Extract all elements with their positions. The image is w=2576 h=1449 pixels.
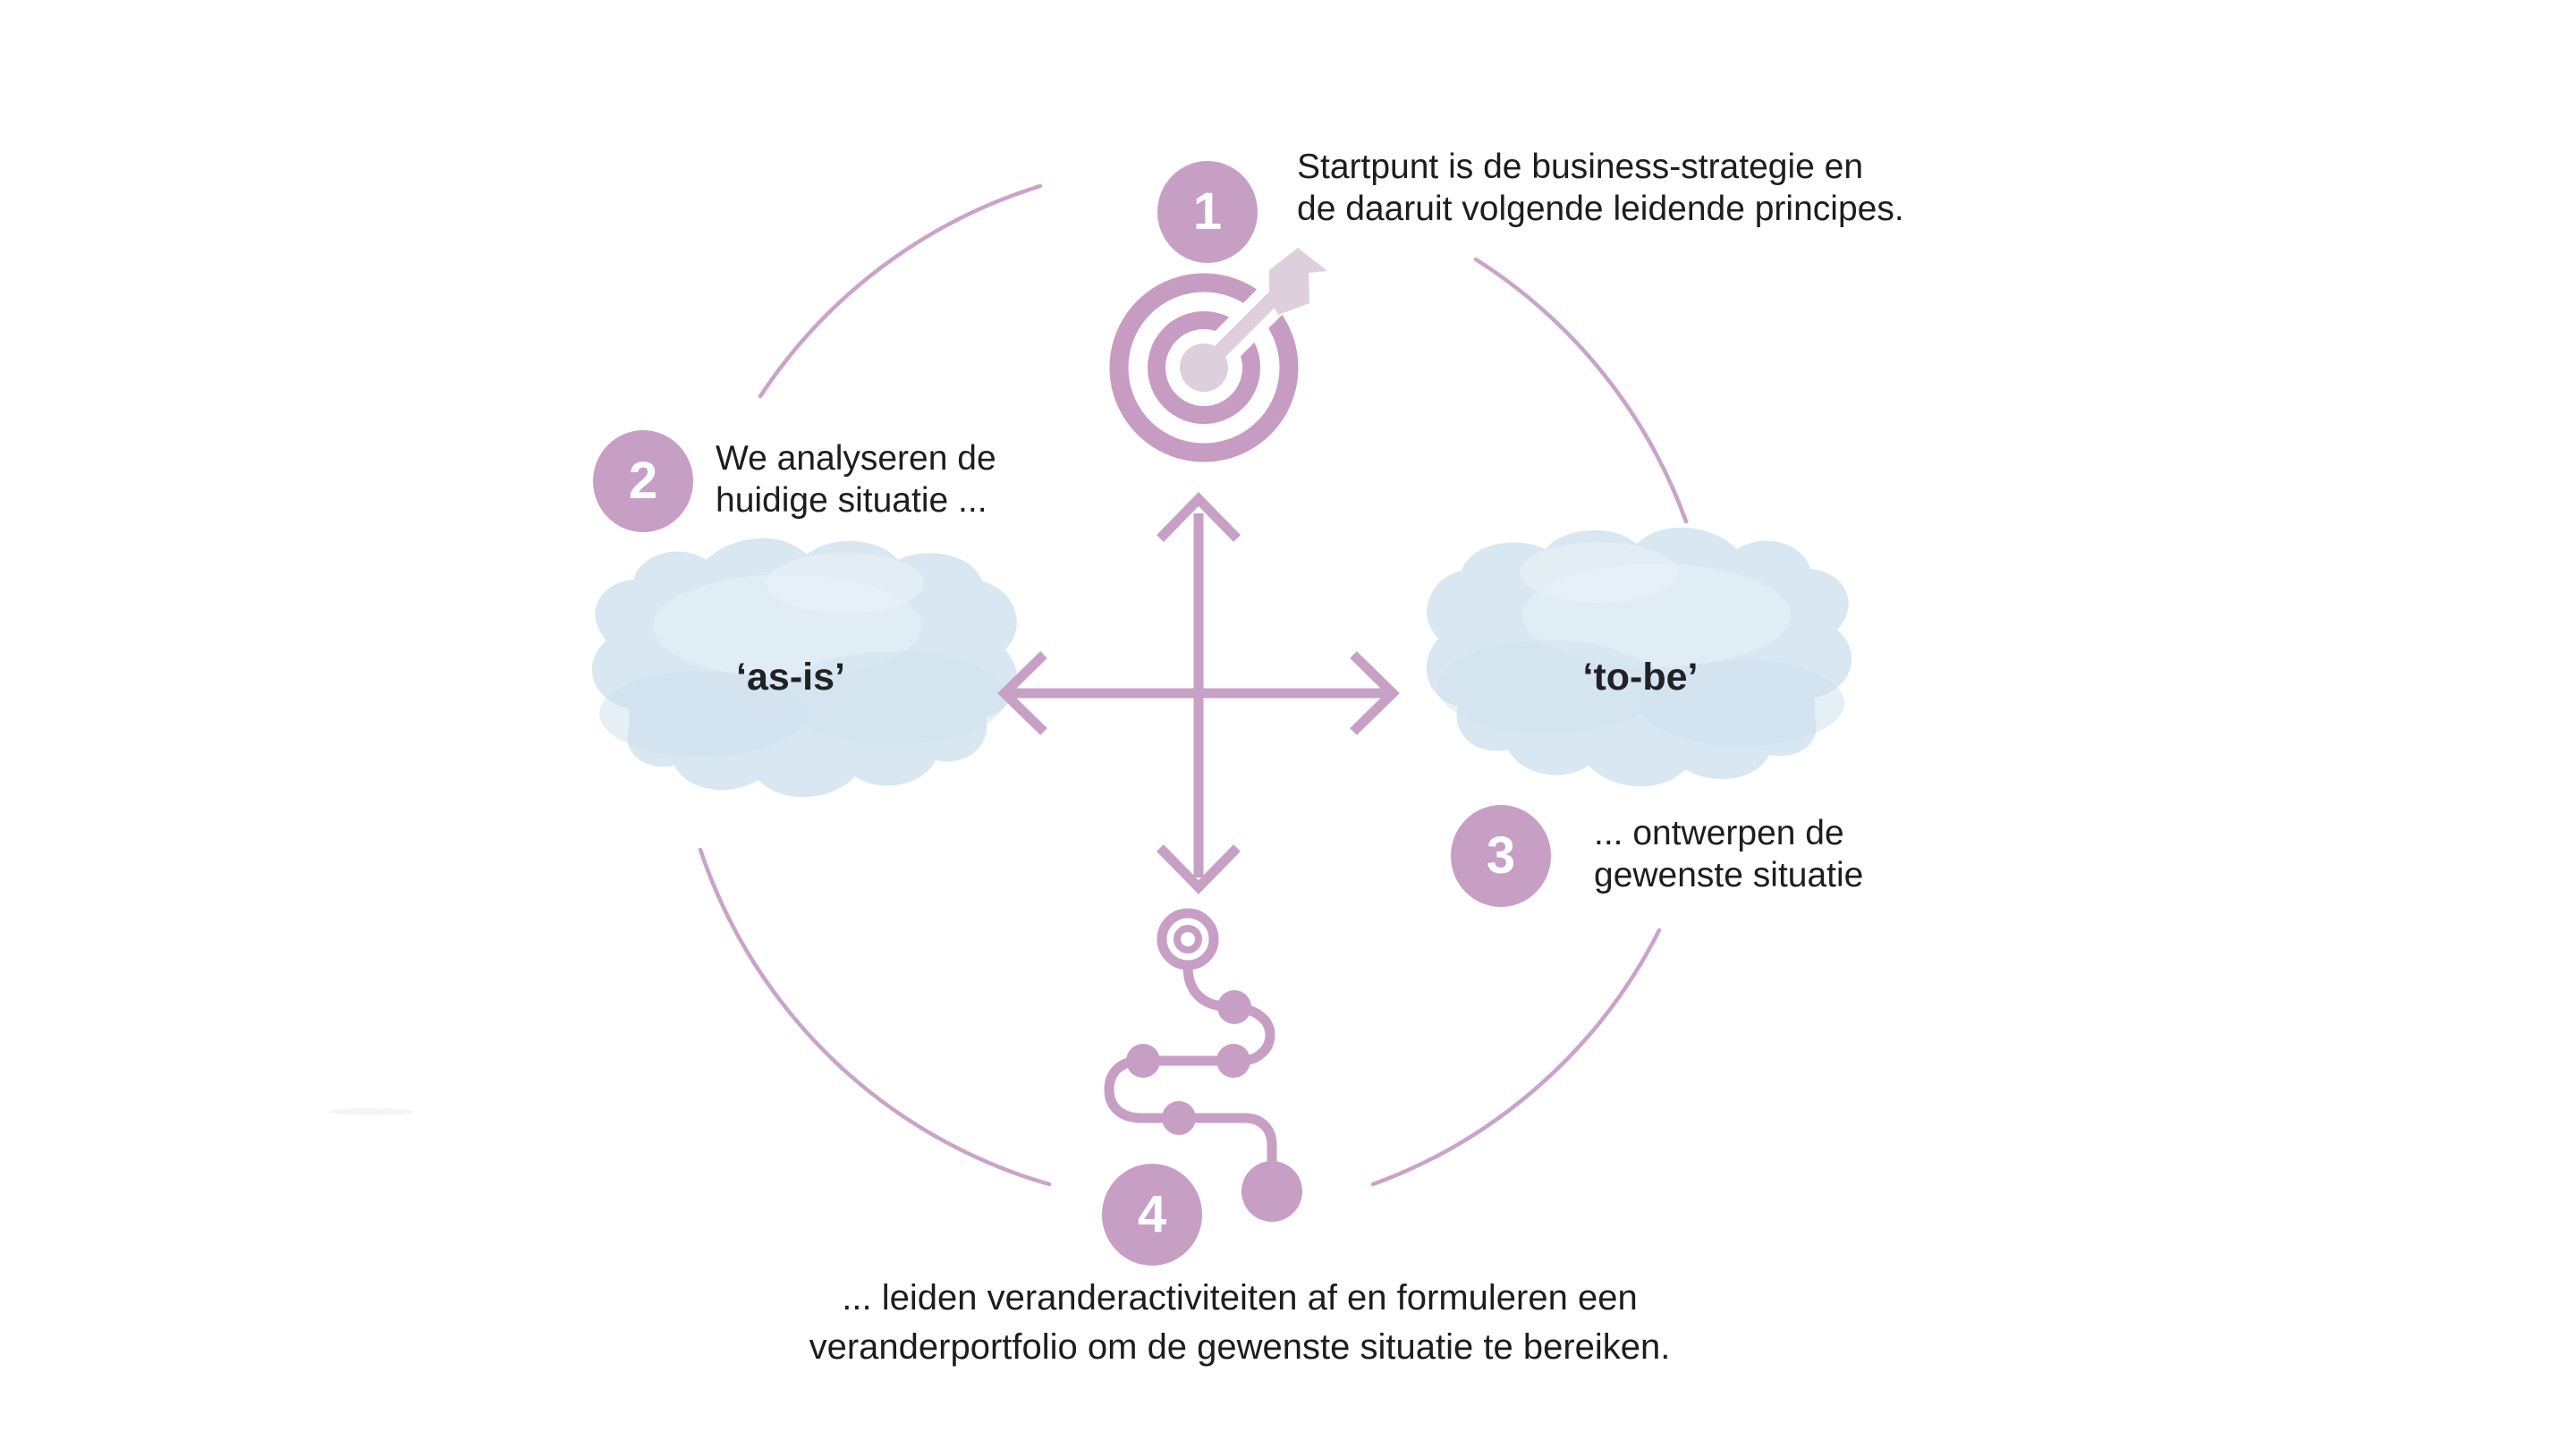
cloud-texture: [783, 651, 1006, 744]
arrowhead-down: [1157, 844, 1241, 894]
route-start-outer-ring: [1157, 908, 1219, 970]
cloud-texture: [1639, 660, 1844, 746]
arrowhead-right: [1350, 651, 1400, 735]
target-icon: [1109, 243, 1328, 462]
step-2-label: We analyseren de huidige situatie ...: [716, 437, 996, 521]
step-4-number: 4: [1137, 1185, 1167, 1243]
arrowhead-left: [997, 651, 1047, 735]
step-3-line-2: gewenste situatie: [1594, 856, 1864, 894]
step-1-line-2: de daaruit volgende leidende principes.: [1297, 190, 1904, 228]
arc-top-right: [1473, 257, 1689, 524]
route-start-inner-ring: [1174, 925, 1202, 953]
step-3-badge: 3: [1451, 805, 1551, 907]
arrow-fletching: [1269, 248, 1327, 315]
step-3-number: 3: [1486, 826, 1516, 885]
target-outer-ring: [1109, 273, 1299, 462]
step-4-line-1: ... leiden veranderactiviteiten af en fo…: [842, 1278, 1638, 1318]
cloud-texture: [1437, 640, 1661, 733]
step-4-label: ... leiden veranderactiviteiten af en fo…: [792, 1274, 1687, 1372]
route-icon: [1104, 908, 1302, 1222]
step-1-line-1: Startpunt is de business-strategie en: [1297, 148, 1864, 186]
faint-smudge: [328, 1108, 414, 1115]
route-milestone-dot: [1126, 1044, 1160, 1078]
route-milestone-dot: [1216, 1044, 1250, 1078]
cloud-texture: [599, 671, 805, 757]
cloud-to-be-icon: [1426, 527, 1852, 787]
step-2-line-2: huidige situatie ...: [716, 481, 987, 520]
step-1-badge: 1: [1157, 161, 1258, 263]
step-2-number: 2: [628, 452, 658, 510]
target-middle-ring: [1148, 311, 1260, 424]
arc-bottom-left: [698, 847, 1052, 1187]
route-end-dot: [1241, 1161, 1302, 1222]
arc-bottom-right: [1370, 928, 1662, 1187]
step-1-number: 1: [1192, 182, 1223, 241]
step-2-badge: 2: [593, 430, 693, 532]
route-milestone-dot: [1162, 1101, 1196, 1135]
step-3-line-1: ... ontwerpen de: [1594, 814, 1844, 852]
step-2-line-1: We analyseren de: [716, 439, 996, 478]
target-center-dot: [1180, 343, 1228, 392]
step-1-label: Startpunt is de business-strategie en de…: [1297, 146, 1904, 230]
to-be-cloud-label: ‘to-be’: [1582, 656, 1699, 699]
cloud-texture: [1520, 542, 1677, 603]
cloud-texture: [767, 553, 924, 614]
cloud-as-is-icon: [591, 538, 1018, 798]
as-is-cloud-label: ‘as-is’: [736, 656, 845, 699]
step-4-line-2: veranderportfolio om de gewenste situati…: [809, 1327, 1671, 1367]
arc-top-left: [758, 183, 1043, 399]
arrowhead-up: [1157, 492, 1241, 542]
step-3-label: ... ontwerpen de gewenste situatie: [1594, 812, 1863, 896]
circle-arcs: [698, 183, 1689, 1187]
step-4-badge: 4: [1102, 1164, 1202, 1266]
route-milestone-dot: [1217, 990, 1251, 1024]
cross-arrows-icon: [997, 492, 1400, 894]
